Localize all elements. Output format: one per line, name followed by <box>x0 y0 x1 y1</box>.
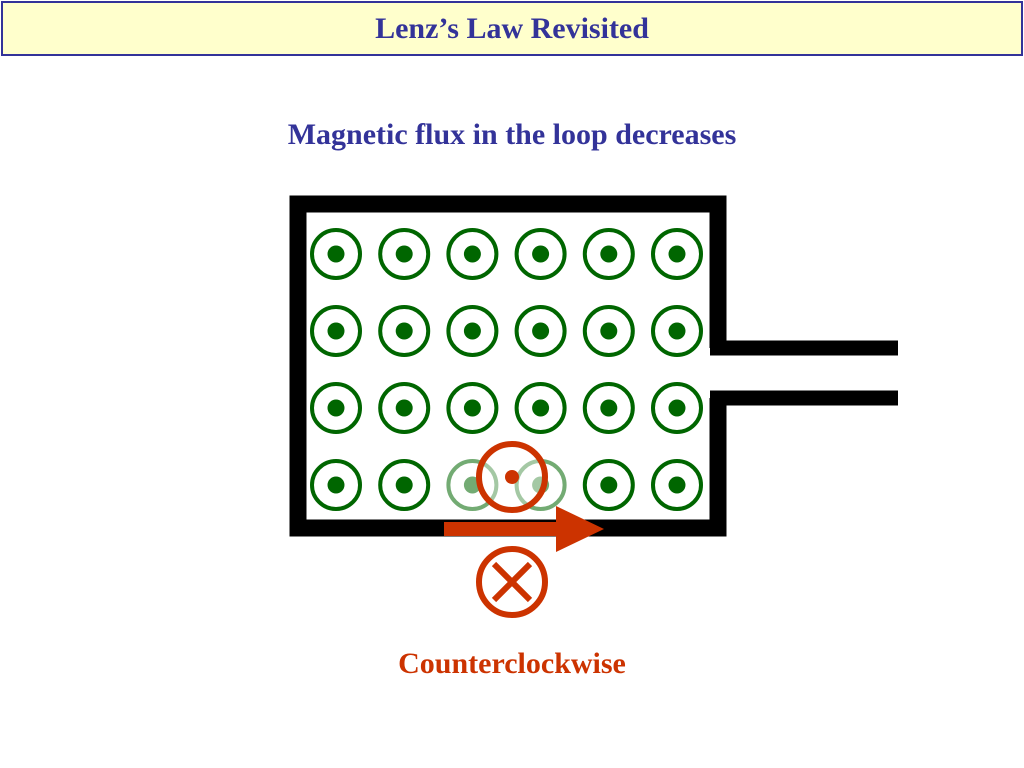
field-out-of-page-icon <box>651 305 703 357</box>
subtitle: Magnetic flux in the loop decreases <box>287 118 737 151</box>
velocity-arrow-icon <box>444 506 604 552</box>
field-out-of-page-icon <box>582 382 635 434</box>
title-bar: Lenz’s Law Revisited <box>1 1 1023 56</box>
field-out-of-page-icon <box>651 382 703 434</box>
wire-loop <box>289 195 898 537</box>
current-direction-caption: Counterclockwise <box>398 647 626 680</box>
field-out-of-page-icon <box>446 305 499 357</box>
induced-field-out-icon <box>476 441 548 513</box>
field-out-of-page-icon <box>310 228 362 280</box>
magnetic-field-grid <box>310 228 703 511</box>
field-out-of-page-icon <box>582 459 635 511</box>
field-out-of-page-icon <box>310 459 362 511</box>
field-out-of-page-icon <box>446 382 499 434</box>
field-out-of-page-icon <box>651 228 703 280</box>
field-out-of-page-icon <box>446 228 499 280</box>
field-out-of-page-icon <box>514 228 567 280</box>
field-out-of-page-icon <box>378 382 431 434</box>
field-out-of-page-icon <box>651 459 703 511</box>
induced-field-in-icon <box>476 546 548 618</box>
field-out-of-page-icon <box>514 305 567 357</box>
field-out-of-page-icon <box>514 382 567 434</box>
field-out-of-page-icon <box>582 228 635 280</box>
field-out-of-page-icon <box>378 228 431 280</box>
page-title: Lenz’s Law Revisited <box>375 11 649 45</box>
field-out-of-page-icon <box>378 305 431 357</box>
field-out-of-page-icon <box>378 459 431 511</box>
field-out-of-page-icon <box>310 305 362 357</box>
field-out-of-page-icon <box>582 305 635 357</box>
field-out-of-page-icon <box>310 382 362 434</box>
